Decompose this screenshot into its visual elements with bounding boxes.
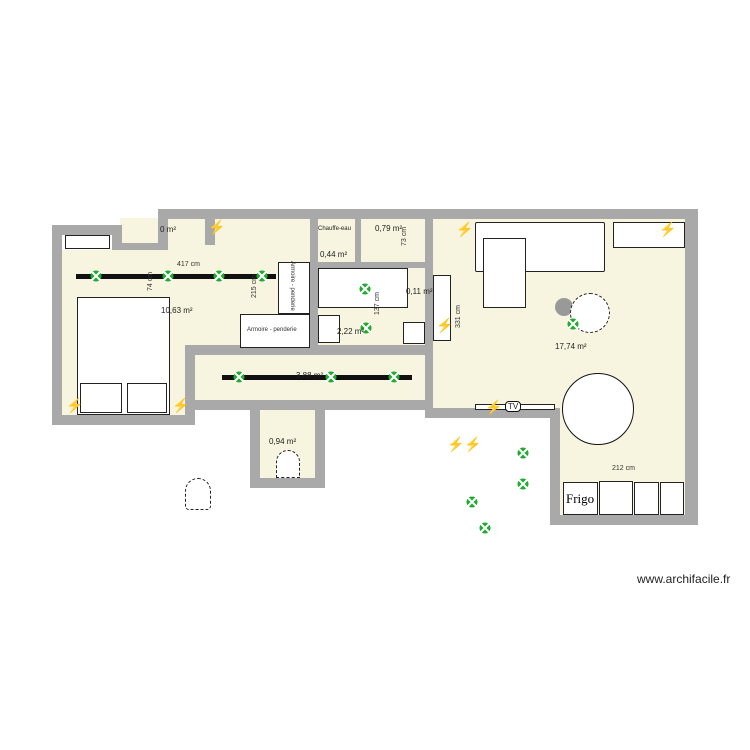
wall [185,345,195,425]
wall [112,225,122,250]
area-bedroom: 10,63 m² [161,306,193,315]
dim-bedroom-width: 417 cm [177,261,200,268]
light-track-bedroom [76,274,276,279]
wall [315,400,325,488]
spotlight-icon [213,270,225,282]
dishwasher [660,482,684,515]
dining-table [562,373,634,445]
outdoor-object [185,478,211,510]
side-table [555,298,573,316]
wall [52,225,122,235]
wall [185,345,430,355]
wall [112,243,162,250]
boiler-label: Chauffe-eau [318,226,351,232]
spotlight-icon [479,522,491,534]
dim-storage-height: 73 cm [401,226,409,247]
watermark[interactable]: www.archifacile.fr [637,572,731,586]
spotlight-icon [162,270,174,282]
niche-cabinet [433,275,451,341]
spotlight-icon [388,371,400,383]
area-wc: 0,94 m² [269,437,297,446]
wall [250,400,260,488]
spotlight-icon [256,270,268,282]
outlet-icon: ⚡ [659,221,677,237]
wall [185,400,430,410]
wall [158,209,698,219]
dim-bedroom-small: 74 cm [147,271,155,292]
bed-pillow-right [127,383,167,413]
wall [158,209,168,250]
spotlight-icon [360,322,372,334]
storage-floor [360,218,425,263]
dim-bath-height: 137 cm [373,292,381,315]
wall [310,219,318,349]
outlet-icon: ⚡ [208,219,226,235]
spotlight-icon [466,496,478,508]
wardrobe-horizontal: Armoire - penderie [240,314,310,348]
fridge-label: Frigo [566,491,595,506]
area-storage: 0,79 m² [375,224,403,233]
light-track-corridor [222,375,412,380]
wall [550,515,698,525]
spotlight-icon [517,447,529,459]
bed-pillow-left [80,383,122,413]
sofa-chaise [483,238,526,308]
fridge: Frigo [563,482,598,515]
sideboard [613,222,685,248]
wall [205,209,215,245]
boiler-floor [315,218,355,263]
area-living: 17,74 m² [555,342,587,351]
spotlight-icon [90,270,102,282]
outlet-icon: ⚡ [172,397,190,413]
wall [355,219,361,264]
wall [52,415,192,425]
wall [685,209,698,525]
spotlight-icon [359,283,371,295]
area-bathroom: 2,22 m² [337,327,365,336]
wall [250,478,325,488]
area-niche: 0,11 m² [406,287,433,296]
bath-sink [318,315,340,343]
area-corridor: 3,88 m² [296,371,324,380]
spotlight-icon [233,371,245,383]
outlet-icon: ⚡ [485,399,503,415]
outlet-icon: ⚡⚡ [447,436,482,452]
entry-shelf [65,235,110,249]
dim-wardrobe-height: 215 cm [250,275,258,298]
wc-toilet [276,450,300,478]
washing-machine [403,322,425,344]
outlet-icon: ⚡ [456,221,474,237]
outlet-icon: ⚡ [66,397,84,413]
spotlight-icon [517,478,529,490]
wall [425,219,433,414]
spotlight-icon [325,371,337,383]
wardrobe-label: Armoire - penderie [247,327,297,333]
area-boiler: 0,44 m² [320,250,348,259]
cooktop [599,481,633,515]
wardrobe-label: Armoire - penderie [288,261,295,311]
dim-living-height: 331 cm [454,305,462,328]
outlet-icon: ⚡ [436,317,454,333]
sink [634,482,659,515]
area-entry: 0 m² [160,225,176,234]
wall [550,408,560,525]
wall [425,408,560,418]
wall [318,262,426,268]
wall [52,225,62,425]
tv-label: TV [505,401,522,412]
wardrobe-vertical: Armoire - penderie [278,261,310,314]
dim-kitchen-width: 212 cm [612,465,635,472]
spotlight-icon [567,318,579,330]
